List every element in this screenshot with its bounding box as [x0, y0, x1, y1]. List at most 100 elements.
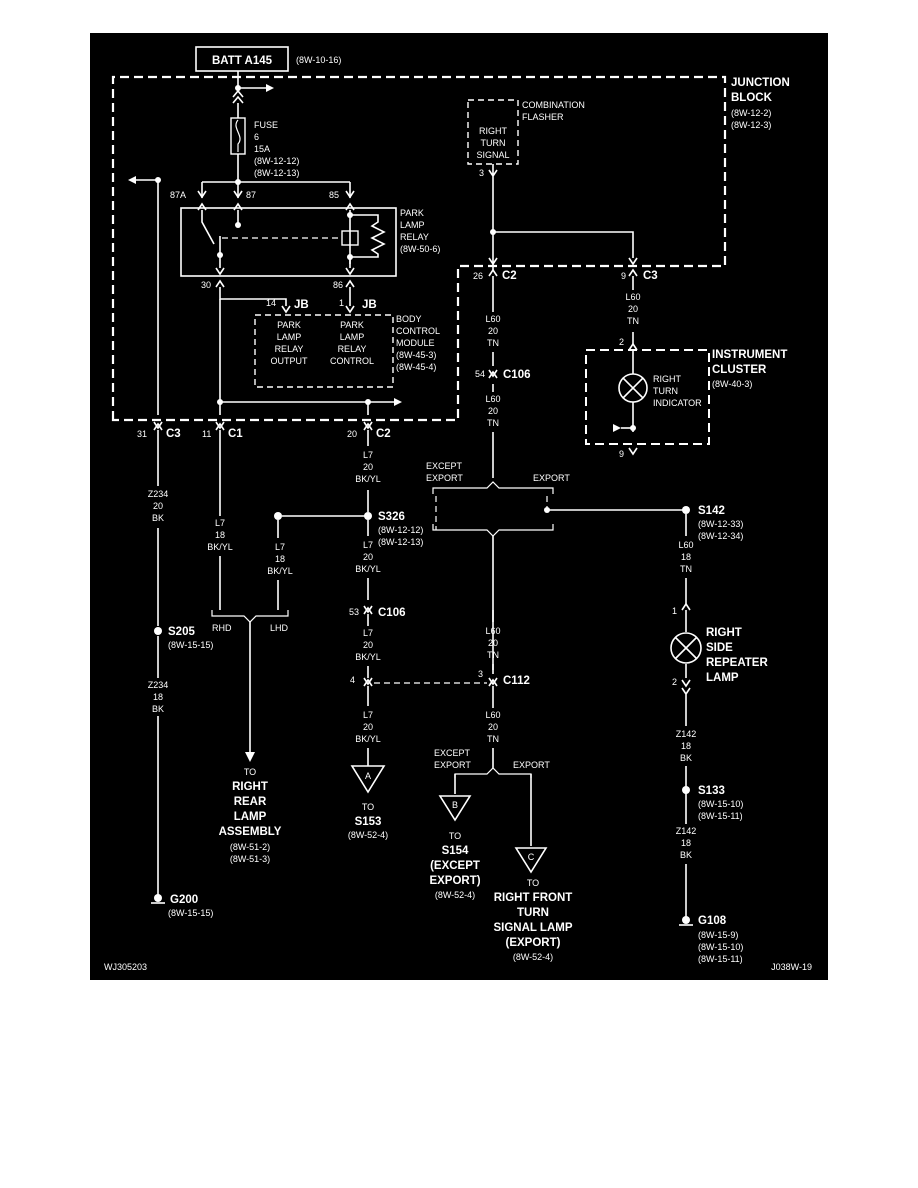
bcm-output-3: RELAY — [275, 344, 304, 354]
wire-bk-2: BK — [680, 850, 692, 860]
c1-pin-11: 11 — [202, 429, 211, 439]
g108-ref-3: (8W-15-11) — [698, 954, 743, 964]
footer-right-code: J038W-19 — [771, 962, 812, 972]
bcm-title-3: MODULE — [396, 338, 435, 348]
bcm-control-4: CONTROL — [330, 356, 374, 366]
c3-pin-31: 31 — [137, 429, 147, 439]
c106-top-label: C106 — [503, 369, 531, 381]
s133-ref-1: (8W-15-10) — [698, 799, 743, 809]
junction-block-label-2: BLOCK — [731, 92, 773, 104]
export-option-split: EXCEPT EXPORT EXPORT — [426, 461, 686, 670]
relay-label-3: RELAY — [400, 232, 429, 242]
bcm-jb-2: JB — [362, 299, 377, 311]
repeater-label-3: REPEATER — [706, 657, 768, 669]
cluster-pin-9: 9 — [619, 449, 624, 459]
wire-l7-3: L7 — [363, 450, 373, 460]
bcm-output-1: PARK — [277, 320, 301, 330]
c3-bottom-label: C3 — [166, 428, 181, 440]
cluster-lamp-1: RIGHT — [653, 374, 682, 384]
g108-label: G108 — [698, 915, 727, 927]
repeater-label-1: RIGHT — [706, 627, 742, 639]
wire-l7-1: L7 — [215, 518, 225, 528]
fuse-ref-2: (8W-12-13) — [254, 168, 299, 178]
repeater-label-2: SIDE — [706, 642, 733, 654]
junction-block-ref-2: (8W-12-3) — [731, 120, 771, 130]
wire-l60-5: L60 — [485, 626, 500, 636]
wire-l60-4: L60 — [678, 540, 693, 550]
wire-l60-center: L60 20 TN 54 C106 L60 20 TN — [475, 276, 531, 478]
s153-ref: (8W-52-4) — [348, 830, 388, 840]
rear-label-2: REAR — [234, 796, 267, 808]
cluster-title-2: CLUSTER — [712, 364, 767, 376]
s133-ref-2: (8W-15-11) — [698, 811, 743, 821]
right-repeater-circuit: S142 (8W-12-33) (8W-12-34) L60 18 TN 1 R… — [670, 505, 768, 964]
front-label-2: TURN — [517, 907, 549, 919]
g200-ref: (8W-15-15) — [168, 908, 213, 918]
s205-label: S205 — [168, 626, 195, 638]
bcm-ref-1: (8W-45-3) — [396, 350, 436, 360]
wire-bk-4: BK — [152, 704, 164, 714]
flasher-text-2: TURN — [481, 138, 506, 148]
front-label-3: SIGNAL LAMP — [493, 922, 572, 934]
s133-dot — [682, 786, 690, 794]
repeater-label-4: LAMP — [706, 672, 739, 684]
wire-18-1: 18 — [681, 552, 691, 562]
junction-block-outline: JUNCTION BLOCK (8W-12-2) (8W-12-3) — [111, 75, 790, 422]
g108-ref-2: (8W-15-10) — [698, 942, 743, 952]
wire-18-4: 18 — [153, 692, 163, 702]
g200-label: G200 — [170, 894, 198, 906]
s142-ref-1: (8W-12-33) — [698, 519, 743, 529]
s154-to: TO — [449, 831, 461, 841]
bcm-control-1: PARK — [340, 320, 364, 330]
rear-label-1: RIGHT — [232, 781, 268, 793]
wire-18-2: 18 — [681, 741, 691, 751]
wire-20-7: 20 — [363, 640, 373, 650]
wire-bkyl-5: BK/YL — [355, 652, 381, 662]
s205-ref: (8W-15-15) — [168, 640, 213, 650]
s154-label-2: (EXCEPT — [430, 860, 480, 872]
park-lamp-relay: PARK LAMP RELAY (8W-50-6) 30 86 — [180, 202, 440, 290]
wire-l60-1: L60 — [625, 292, 640, 302]
wire-z142-2: Z142 — [676, 826, 697, 836]
wire-l60-front: L60 20 TN 3 C112 L60 20 TN EXCEPT EXPORT… — [429, 610, 573, 962]
wire-bkyl-2: BK/YL — [267, 566, 293, 576]
c2-pin-20: 20 — [347, 429, 357, 439]
wire-bk-1: BK — [680, 753, 692, 763]
wire-20-5: 20 — [363, 462, 373, 472]
front-ref: (8W-52-4) — [513, 952, 553, 962]
c106-pin-54: 54 — [475, 369, 485, 379]
fuse-rating: 15A — [254, 144, 270, 154]
s142-dot — [682, 506, 690, 514]
s154-label-3: EXPORT) — [429, 875, 480, 887]
battery-feed: BATT A145 (8W-10-16) — [195, 46, 341, 72]
cluster-title-1: INSTRUMENT — [712, 349, 787, 361]
c1-label: C1 — [228, 428, 243, 440]
combination-flasher: RIGHT TURN SIGNAL COMBINATION FLASHER 3 … — [467, 99, 658, 282]
wire-l7-rear-lamp: L7 18 BK/YL L7 18 BK/YL RHD LHD TO RIGHT… — [207, 430, 366, 864]
wire-l7-6: L7 — [363, 710, 373, 720]
wire-tn-5: TN — [487, 650, 499, 660]
relay-pin-85: 85 — [329, 190, 339, 200]
bcm-jb-1: JB — [294, 299, 309, 311]
front-export: EXPORT — [513, 760, 550, 770]
c3-pin-9: 9 — [621, 271, 626, 281]
wire-tn-3: TN — [487, 418, 499, 428]
option-except-2: EXPORT — [426, 473, 463, 483]
relay-label-2: LAMP — [400, 220, 425, 230]
relay-label-1: PARK — [400, 208, 424, 218]
c2-top-label: C2 — [502, 270, 517, 282]
c112-pin-3: 3 — [478, 669, 483, 679]
fuse-ref-1: (8W-12-12) — [254, 156, 299, 166]
wire-bkyl-3: BK/YL — [355, 474, 381, 484]
cluster-pin-2: 2 — [619, 337, 624, 347]
repeater-pin-2: 2 — [672, 677, 677, 687]
relay-feed-bus: 87A 87 85 — [128, 176, 355, 415]
flasher-title-1: COMBINATION — [522, 100, 585, 110]
wire-tn-2: TN — [487, 338, 499, 348]
diagram-background — [90, 33, 828, 980]
rear-to: TO — [244, 767, 256, 777]
connector-b-triangle — [438, 795, 472, 822]
bcm-output-2: LAMP — [277, 332, 302, 342]
relay-pin-87a: 87A — [170, 190, 186, 200]
